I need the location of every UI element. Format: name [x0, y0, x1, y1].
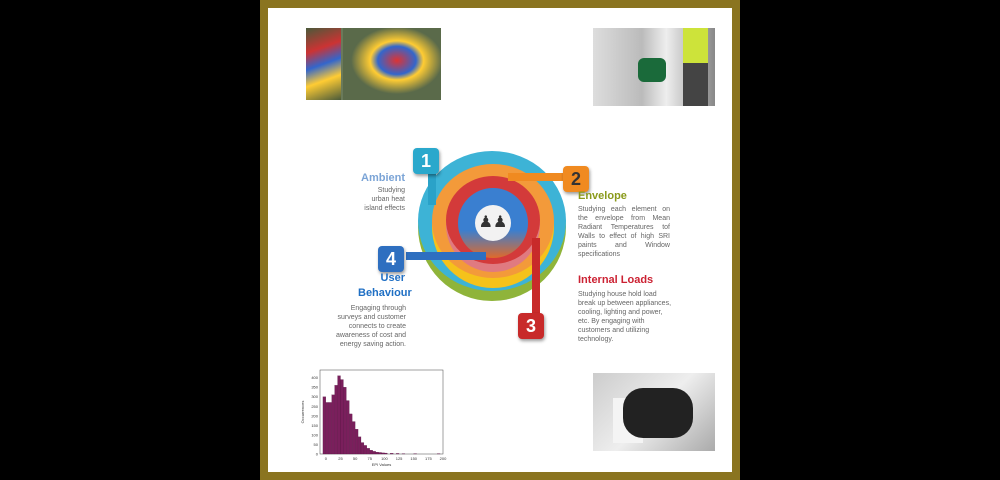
badge-1: 1 — [413, 148, 439, 174]
histogram-bar — [384, 452, 388, 455]
x-tick-label: 100 — [381, 456, 388, 461]
badge-4: 4 — [378, 246, 404, 272]
x-tick-label: 50 — [353, 456, 358, 461]
energy-meter-photo — [593, 373, 715, 451]
x-tick-label: 75 — [368, 456, 373, 461]
connector-3 — [532, 238, 540, 318]
internal-loads-desc: Studying house hold load break up betwee… — [578, 291, 672, 343]
epi-histogram: 0 25 50 75 100 125 150 175 200 0 50 100 150 200 250 300… — [300, 369, 447, 467]
user-behaviour-desc: Engaging through surveys and customer co… — [335, 305, 406, 348]
x-tick-label: 0 — [325, 456, 328, 461]
internal-loads-title: Internal Loads — [578, 274, 654, 286]
x-axis-label: EPI Values — [372, 462, 392, 467]
x-tick-label: 200 — [440, 456, 447, 461]
y-tick-label: 100 — [311, 432, 318, 437]
histogram-bar — [360, 442, 365, 455]
histogram-bar — [340, 379, 344, 455]
user-behaviour-title: User Behaviour — [358, 272, 412, 299]
y-tick-label: 50 — [314, 442, 319, 447]
histogram-bar — [337, 375, 341, 455]
y-tick-label: 400 — [311, 375, 318, 380]
histogram-bar — [352, 421, 356, 455]
histogram-bar — [322, 396, 326, 455]
histogram-bar — [355, 429, 359, 455]
y-axis-label: Occurrences — [300, 401, 305, 424]
y-tick-label: 350 — [311, 385, 318, 390]
histogram-bar — [366, 448, 370, 455]
y-tick-label: 200 — [311, 413, 318, 418]
heat-map-image — [306, 28, 441, 100]
y-tick-label: 300 — [311, 394, 318, 399]
badge-3: 3 — [518, 313, 544, 339]
connector-4 — [406, 252, 486, 260]
histogram-bar — [343, 387, 347, 455]
histogram-bar — [334, 385, 338, 455]
histogram-bar — [396, 453, 400, 455]
histogram-bar — [363, 445, 367, 455]
histogram-bar — [390, 453, 394, 455]
poster: ♟♟ 1 2 3 4 Ambient Studying urban heat i… — [268, 8, 732, 472]
histogram-bar — [331, 394, 335, 455]
y-tick-label: 250 — [311, 404, 318, 409]
histogram-bar — [378, 452, 382, 455]
y-tick-label: 150 — [311, 423, 318, 428]
x-tick-label: 150 — [410, 456, 417, 461]
ambient-desc: Studying urban heat island effects — [364, 187, 405, 212]
y-tick-label: 0 — [316, 452, 319, 457]
poster-border: ♟♟ 1 2 3 4 Ambient Studying urban heat i… — [260, 0, 740, 480]
histogram-bar — [328, 402, 332, 455]
histogram-bar — [357, 436, 362, 455]
histogram-bar — [375, 451, 379, 455]
histogram-bar — [372, 451, 376, 455]
connector-2 — [508, 173, 568, 181]
histogram-bar — [381, 452, 385, 455]
envelope-desc: Studying each element on the envelope fr… — [578, 206, 670, 258]
site-survey-photo — [593, 28, 715, 106]
histogram-bar — [346, 400, 350, 455]
ambient-title: Ambient — [361, 172, 405, 184]
histogram-bar — [325, 402, 329, 455]
users-icon: ♟♟ — [475, 205, 511, 241]
histogram-bar — [369, 450, 373, 455]
histogram-bar — [349, 413, 353, 455]
x-tick-label: 175 — [425, 456, 432, 461]
x-tick-label: 125 — [396, 456, 403, 461]
connector-1 — [428, 160, 436, 205]
x-tick-label: 25 — [338, 456, 343, 461]
badge-2: 2 — [563, 166, 589, 192]
envelope-title: Envelope — [578, 190, 627, 202]
